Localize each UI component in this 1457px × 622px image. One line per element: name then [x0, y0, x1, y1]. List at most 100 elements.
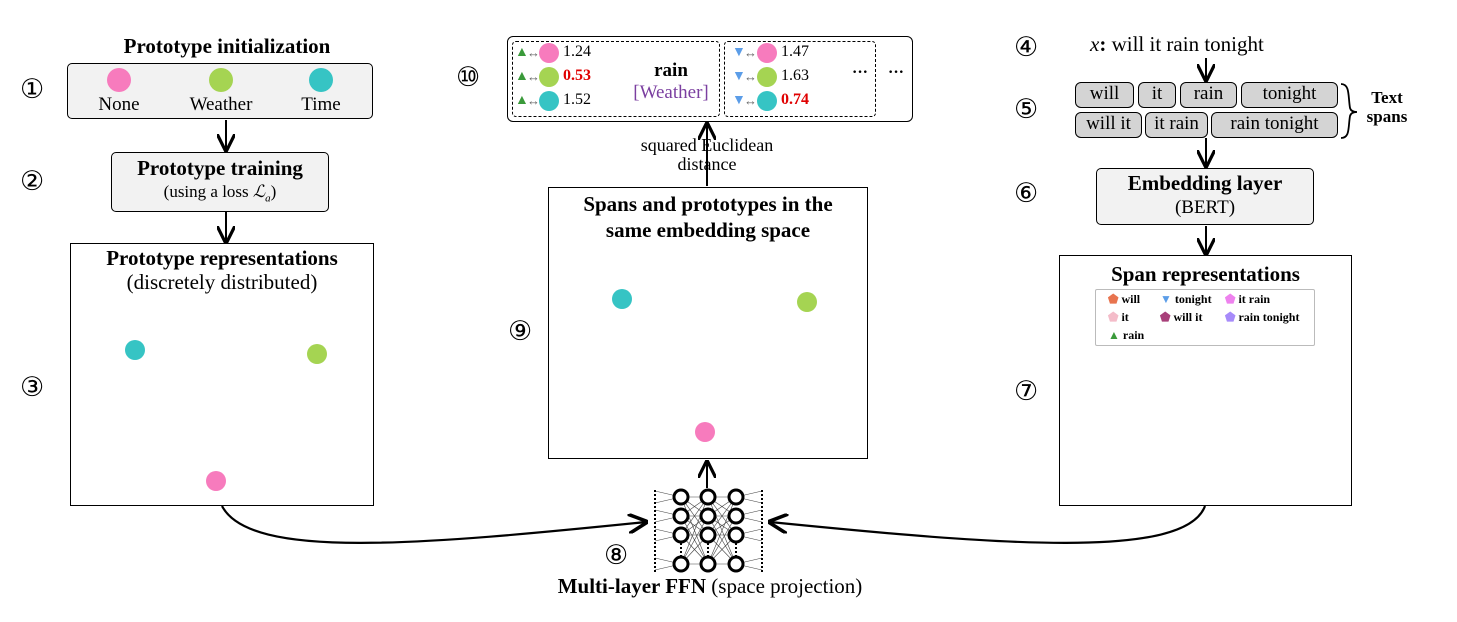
- arrow-spanrepr-to-ffn: [770, 505, 1207, 544]
- input-sentence: x: will it rain tonight: [1090, 32, 1264, 56]
- ffn-neuron: [727, 488, 745, 506]
- step-3-label: ③: [20, 372, 45, 403]
- legend-will: ⬟ will: [1108, 292, 1141, 306]
- distance-value: 1.24: [563, 43, 591, 60]
- distance-caption: squared Euclidean distance: [600, 136, 814, 174]
- span-chip: will it: [1075, 112, 1142, 138]
- prototype-none-label: None: [98, 94, 140, 115]
- step-1-label: ①: [20, 74, 45, 105]
- ffn-connection: [707, 515, 737, 565]
- results-group-2: [724, 41, 876, 117]
- repr-weather-point: [307, 344, 327, 364]
- results-time-dot: [757, 91, 777, 111]
- space-none-point: [695, 422, 715, 442]
- ffn-neuron: [699, 507, 717, 525]
- distance-icon: ↔: [744, 45, 757, 60]
- results-group-1: [512, 41, 720, 117]
- legend-rain-tonight: ⬟ rain tonight: [1225, 310, 1300, 324]
- span-chip: will: [1075, 82, 1134, 108]
- legend-will-it: ⬟ will it: [1160, 310, 1203, 324]
- ffn-caption: Multi-layer FFN (space projection): [557, 574, 863, 598]
- distance-value-min: 0.74: [781, 91, 809, 108]
- text-spans-label-line1: Text: [1371, 88, 1403, 107]
- ffn-neuron: [727, 555, 745, 573]
- proto-repr-title: Prototype representations: [106, 246, 338, 270]
- same-space-title-line1: Spans and prototypes in the: [583, 192, 833, 216]
- prototype-time-dot: [309, 68, 333, 92]
- distance-value: 1.47: [781, 43, 809, 60]
- prototype-weather-dot: [209, 68, 233, 92]
- results-weather-dot: [757, 67, 777, 87]
- span-legend: [1095, 289, 1315, 346]
- space-time-point: [612, 289, 632, 309]
- tonight-triangle-icon: ▼: [732, 69, 746, 84]
- distance-icon: ↔: [527, 93, 540, 108]
- ffn-neuron: [699, 555, 717, 573]
- weather-triangle-icon: ▲: [515, 69, 529, 84]
- proto-training-subtitle: (using a loss ℒa): [163, 182, 277, 205]
- span-chip: rain tonight: [1211, 112, 1338, 138]
- same-space-title: Spans and prototypes in the same embeddi…: [548, 191, 868, 243]
- arrow-protorepr-to-ffn: [221, 505, 646, 544]
- step-6-label: ⑥: [1014, 178, 1039, 209]
- results-label: [Weather]: [633, 82, 709, 103]
- results-none-dot: [757, 43, 777, 63]
- embedding-layer-subtitle: (BERT): [1174, 197, 1236, 218]
- embedding-layer-title: Embedding layer: [1127, 171, 1283, 195]
- proto-training-title: Prototype training: [137, 156, 303, 180]
- results-panel: [507, 36, 913, 122]
- legend-rain: ▲ rain: [1108, 328, 1145, 342]
- span-repr-title: Span representations: [1111, 262, 1300, 286]
- ffn-connection: [680, 496, 709, 565]
- span-chip: tonight: [1241, 82, 1338, 108]
- embedding-layer-box: [1096, 168, 1314, 225]
- ellipsis: ···: [888, 64, 905, 81]
- distance-icon: ↔: [744, 69, 757, 84]
- weather-triangle-icon: ▲: [515, 93, 529, 108]
- ffn-neuron: [727, 507, 745, 525]
- tonight-triangle-icon: ▼: [732, 45, 746, 60]
- results-weather-dot: [539, 67, 559, 87]
- ffn-neuron: [672, 555, 690, 573]
- ffn-neuron: [672, 526, 690, 544]
- step-4-label: ④: [1014, 32, 1039, 63]
- legend-tonight: ▼ tonight: [1160, 292, 1212, 306]
- distance-value: 1.52: [563, 91, 591, 108]
- proto-repr-subtitle: (discretely distributed): [126, 270, 318, 294]
- span-chip: it rain: [1145, 112, 1208, 138]
- span-chip: it: [1138, 82, 1176, 108]
- prototype-time-label: Time: [301, 94, 341, 115]
- ffn-neuron: [727, 526, 745, 544]
- step-8-label: ⑧: [604, 540, 629, 571]
- proto-init-title: Prototype initialization: [123, 34, 331, 58]
- ffn-network-icon: [654, 488, 763, 573]
- text-spans-label-line2: spans: [1366, 107, 1408, 126]
- tonight-triangle-icon: ▼: [732, 93, 746, 108]
- step-10-label: ⑩: [456, 62, 481, 93]
- step-2-label: ②: [20, 166, 45, 197]
- ffn-connection: [680, 515, 709, 565]
- distance-icon: ↔: [527, 45, 540, 60]
- distance-value-min: 0.53: [563, 67, 591, 84]
- results-time-dot: [539, 91, 559, 111]
- step-7-label: ⑦: [1014, 376, 1039, 407]
- prototype-none-dot: [107, 68, 131, 92]
- results-word: rain: [654, 60, 688, 81]
- weather-triangle-icon: ▲: [515, 45, 529, 60]
- proto-repr-panel: [70, 243, 374, 506]
- repr-time-point: [125, 340, 145, 360]
- ffn-neuron: [672, 507, 690, 525]
- distance-icon: ↔: [527, 69, 540, 84]
- span-chip: rain: [1180, 82, 1237, 108]
- prototype-weather-label: Weather: [189, 94, 253, 115]
- proto-training-box: [111, 152, 329, 212]
- ffn-neuron: [699, 526, 717, 544]
- distance-icon: ↔: [744, 93, 757, 108]
- repr-none-point: [206, 471, 226, 491]
- legend-it: ⬟ it: [1108, 310, 1129, 324]
- legend-it-rain: ⬟ it rain: [1225, 292, 1271, 306]
- distance-caption-line1: squared Euclidean: [640, 135, 774, 155]
- step-9-label: ⑨: [508, 316, 533, 347]
- ffn-neuron: [672, 488, 690, 506]
- distance-value: 1.63: [781, 67, 809, 84]
